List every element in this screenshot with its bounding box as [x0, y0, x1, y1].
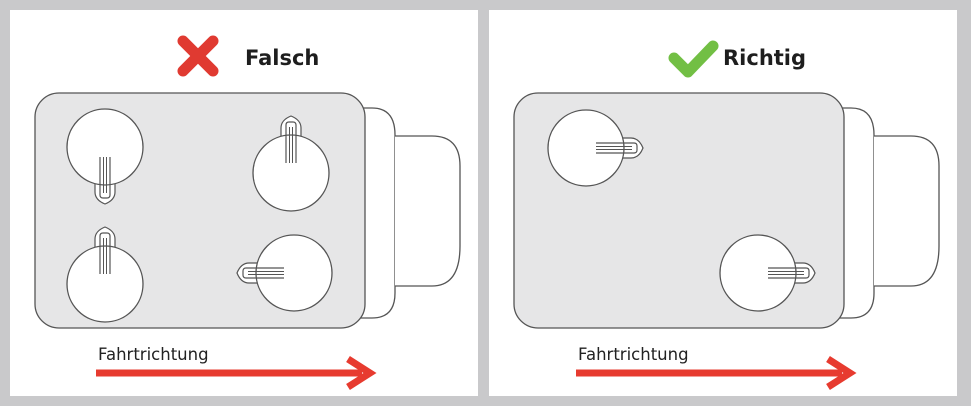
direction-arrow — [576, 356, 857, 390]
cross-icon — [177, 35, 219, 77]
hook-right-top — [547, 109, 644, 187]
hook-right-bottom — [719, 234, 816, 312]
vehicle-cab — [352, 107, 461, 319]
panel-right: Richtig Fahrtrichtung — [489, 10, 957, 396]
hook-up-bottom-left — [66, 226, 144, 323]
panel-title: Richtig — [723, 46, 807, 70]
direction-label: Fahrtrichtung — [578, 345, 689, 364]
panel-title: Falsch — [245, 46, 320, 70]
hook-down-top-left — [66, 108, 144, 205]
direction-label: Fahrtrichtung — [98, 345, 209, 364]
vehicle-cab — [831, 107, 940, 319]
checkmark-icon — [668, 40, 719, 78]
wrong-diagram — [34, 35, 461, 390]
hook-left-bottom-right — [236, 234, 333, 312]
direction-arrow — [96, 356, 377, 390]
hook-up-top-right — [252, 115, 330, 212]
panel-wrong: Falsch Fahrtrichtung — [10, 10, 478, 396]
right-diagram — [513, 40, 940, 390]
